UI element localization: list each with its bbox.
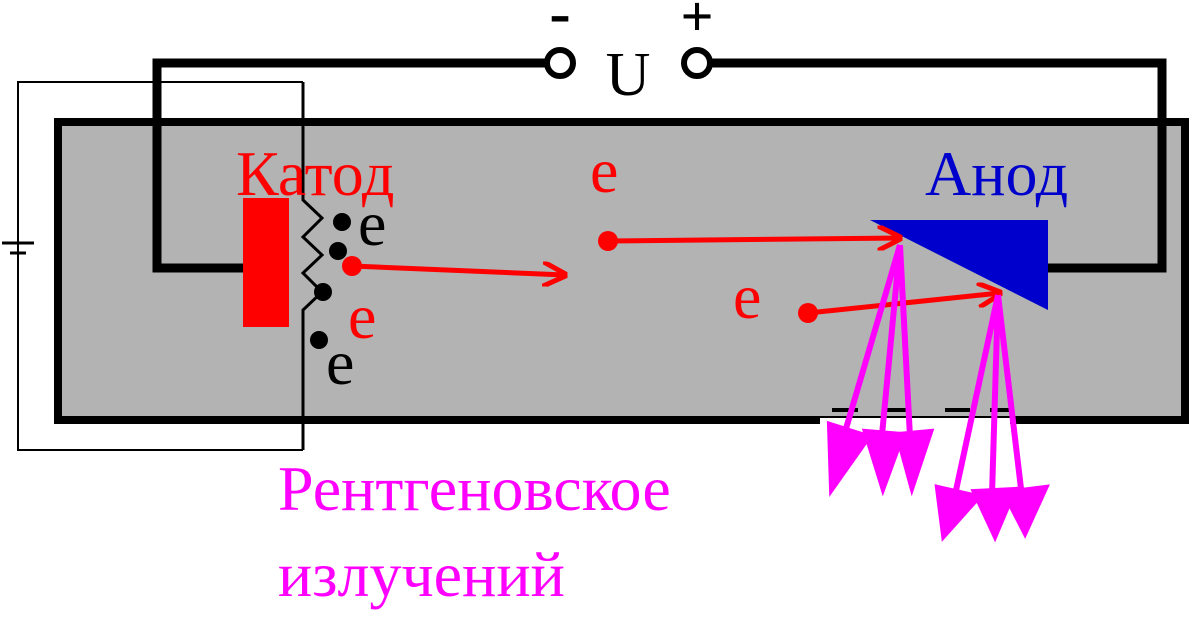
electron-label-black-2: e — [326, 327, 354, 398]
xray-label-line1: Рентгеновское — [278, 453, 671, 524]
electron-label-red-2: e — [590, 135, 618, 206]
cathode-plate — [243, 198, 289, 327]
emitted-electrons — [310, 213, 351, 349]
battery-icon — [2, 241, 34, 255]
cathode-label: Катод — [236, 138, 394, 209]
positive-terminal — [681, 47, 713, 79]
tube-window — [820, 418, 1010, 426]
voltage-label: U — [606, 41, 651, 109]
electron-label-black-1: e — [358, 188, 386, 259]
plus-sign: + — [680, 0, 713, 49]
negative-terminal — [544, 47, 576, 79]
xray-rays — [826, 244, 1050, 543]
filament-coil — [300, 82, 325, 450]
high-voltage-circuit — [152, 58, 1167, 273]
anode-label: Анод — [925, 138, 1068, 209]
electron-label-red-3: e — [733, 261, 761, 332]
xray-label-line2: излучений — [278, 539, 565, 610]
minus-sign: - — [549, 0, 570, 48]
electron-label-red-1: e — [348, 281, 376, 352]
